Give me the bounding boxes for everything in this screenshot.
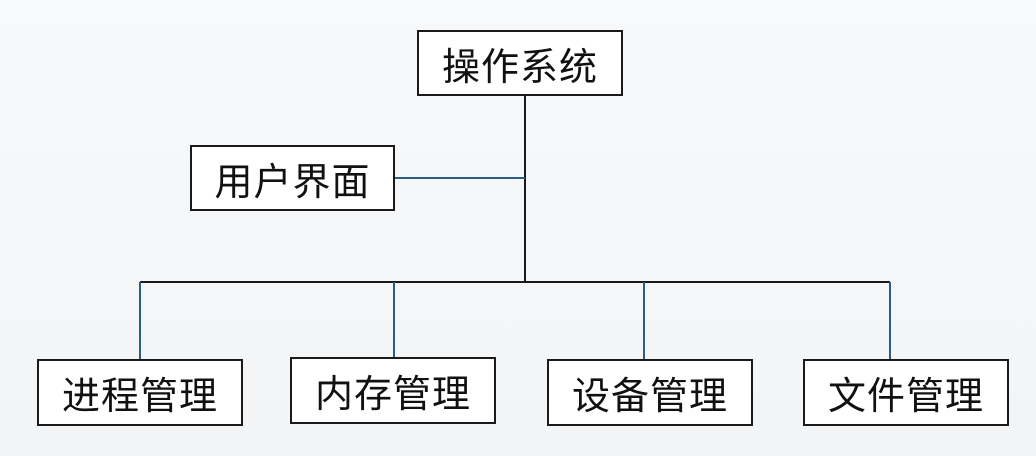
child-node-label: 内存管理	[314, 372, 471, 416]
child-node-device-management: 设备管理	[547, 359, 753, 426]
child-node-file-management: 文件管理	[803, 359, 1009, 426]
child-node-process-management: 进程管理	[37, 359, 243, 426]
child-node-label: 设备管理	[571, 374, 728, 418]
root-node-label: 操作系统	[441, 44, 598, 89]
side-node-user-interface: 用户界面	[190, 145, 395, 211]
root-node-operating-system: 操作系统	[417, 30, 623, 96]
child-node-label: 进程管理	[61, 374, 218, 418]
child-node-label: 文件管理	[827, 374, 984, 418]
side-node-label: 用户界面	[214, 159, 371, 204]
child-node-memory-management: 内存管理	[290, 357, 496, 424]
